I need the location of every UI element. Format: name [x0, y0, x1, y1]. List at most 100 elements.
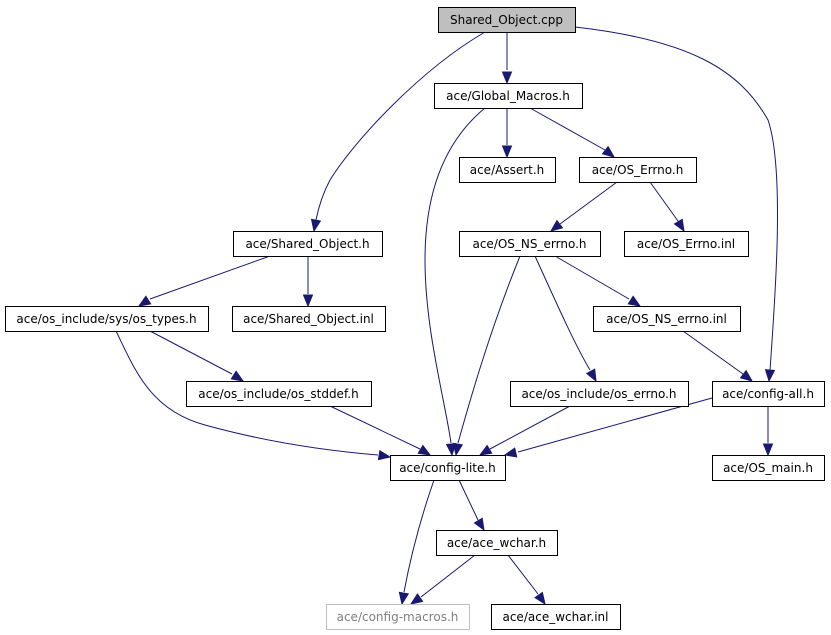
- arrowhead-icon: [230, 370, 245, 382]
- node-shared-object-cpp[interactable]: Shared_Object.cpp: [438, 7, 576, 33]
- arrowhead-icon: [549, 219, 564, 232]
- node-box[interactable]: [434, 83, 583, 109]
- edge-line: [115, 330, 379, 456]
- edge-line: [554, 255, 630, 300]
- edge-n5-n13: [452, 255, 521, 457]
- edge-n13-n16: [398, 479, 435, 606]
- node-box[interactable]: [326, 604, 470, 630]
- arrowhead-icon: [764, 369, 776, 383]
- edges-layer: [115, 26, 778, 606]
- edge-n5-n11: [534, 255, 597, 383]
- edge-n1-n3: [529, 107, 616, 158]
- node-box[interactable]: [510, 381, 689, 407]
- node-label: ace/os_include/os_stddef.h: [198, 387, 358, 401]
- arrowhead-icon: [137, 295, 152, 307]
- node-label: ace/OS_NS_errno.inl: [606, 312, 727, 326]
- edge-line: [574, 26, 778, 371]
- node-ace-os-ns-errno-h[interactable]: ace/OS_NS_errno.h: [459, 231, 601, 257]
- node-ace-ace-wchar-h[interactable]: ace/ace_wchar.h: [436, 530, 558, 556]
- arrowhead-icon: [409, 593, 424, 605]
- node-ace-os-errno-inl[interactable]: ace/OS_Errno.inl: [624, 231, 749, 257]
- node-ace-assert-h[interactable]: ace/Assert.h: [459, 157, 556, 183]
- node-ace-config-macros-h[interactable]: ace/config-macros.h: [326, 604, 470, 630]
- arrowhead-icon: [585, 368, 597, 383]
- edge-n4-n8: [302, 256, 314, 308]
- edge-line: [329, 405, 421, 450]
- node-label: ace/Shared_Object.h: [245, 237, 369, 251]
- node-label: ace/OS_Errno.h: [592, 163, 684, 177]
- edge-n1-n2: [501, 108, 513, 159]
- edge-n4-n7: [137, 255, 271, 307]
- edge-n5-n9: [554, 255, 642, 307]
- arrowhead-icon: [762, 443, 774, 457]
- node-label: ace/os_include/sys/os_types.h: [16, 312, 196, 326]
- edge-n9-n12: [682, 330, 754, 382]
- node-box[interactable]: [436, 530, 558, 556]
- node-box[interactable]: [186, 381, 372, 407]
- node-ace-ace-wchar-inl[interactable]: ace/ace_wchar.inl: [491, 604, 621, 630]
- node-box[interactable]: [459, 231, 601, 257]
- edge-line: [424, 107, 486, 444]
- arrowhead-icon: [417, 444, 432, 456]
- edge-line: [403, 479, 435, 593]
- arrowhead-icon: [501, 145, 513, 159]
- nodes-layer: Shared_Object.cpp ace/Global_Macros.h ace/…: [5, 7, 825, 630]
- node-label: ace/OS_Errno.inl: [637, 237, 735, 251]
- node-box[interactable]: [491, 604, 621, 630]
- arrowhead-icon: [473, 517, 485, 532]
- node-box[interactable]: [390, 455, 506, 481]
- node-label: ace/Shared_Object.inl: [243, 312, 374, 326]
- arrowhead-icon: [673, 218, 685, 233]
- node-box[interactable]: [579, 157, 697, 183]
- node-box[interactable]: [712, 381, 825, 407]
- edge-line: [507, 554, 539, 595]
- arrowhead-icon: [452, 442, 464, 457]
- node-label: ace/OS_NS_errno.h: [472, 237, 586, 251]
- node-label: Shared_Object.cpp: [450, 13, 563, 27]
- arrowhead-icon: [534, 591, 546, 606]
- edge-line: [315, 31, 486, 221]
- edge-n12-n14: [762, 406, 774, 457]
- node-label: ace/Global_Macros.h: [446, 89, 570, 103]
- node-ace-global-macros-h[interactable]: ace/Global_Macros.h: [434, 83, 583, 109]
- edge-n13-n15: [458, 479, 485, 532]
- node-box[interactable]: [593, 306, 741, 332]
- arrowhead-icon: [445, 443, 457, 457]
- arrowhead-icon: [739, 369, 754, 382]
- node-ace-os-include-os-errno-h[interactable]: ace/os_include/os_errno.h: [510, 381, 689, 407]
- node-box[interactable]: [233, 231, 383, 257]
- node-ace-shared-object-inl[interactable]: ace/Shared_Object.inl: [232, 306, 386, 332]
- node-ace-os-include-sys-os-types-h[interactable]: ace/os_include/sys/os_types.h: [5, 306, 209, 332]
- node-box[interactable]: [5, 306, 209, 332]
- edge-n3-n6: [649, 181, 685, 233]
- node-label: ace/os_include/os_errno.h: [521, 387, 676, 401]
- node-box[interactable]: [438, 7, 576, 33]
- node-ace-os-main-h[interactable]: ace/OS_main.h: [712, 455, 825, 481]
- arrowhead-icon: [310, 218, 322, 233]
- node-box[interactable]: [624, 231, 749, 257]
- node-ace-config-lite-h[interactable]: ace/config-lite.h: [390, 455, 506, 481]
- arrowhead-icon: [503, 447, 518, 458]
- node-ace-shared-object-h[interactable]: ace/Shared_Object.h: [233, 231, 383, 257]
- node-label: ace/ace_wchar.h: [447, 536, 546, 550]
- node-box[interactable]: [232, 306, 386, 332]
- node-ace-os-ns-errno-inl[interactable]: ace/OS_NS_errno.inl: [593, 306, 741, 332]
- edge-n10-n13: [329, 405, 432, 456]
- node-box[interactable]: [712, 455, 825, 481]
- edge-n0-n1: [501, 32, 513, 85]
- edge-line: [457, 255, 521, 444]
- edge-line: [149, 255, 271, 300]
- node-ace-os-include-os-stddef-h[interactable]: ace/os_include/os_stddef.h: [186, 381, 372, 407]
- node-label: ace/config-all.h: [722, 387, 814, 401]
- arrowhead-icon: [478, 444, 493, 456]
- arrowhead-icon: [377, 449, 392, 461]
- node-label: ace/config-macros.h: [337, 610, 459, 624]
- edge-n1-n13: [424, 107, 486, 457]
- edge-n7-n13: [115, 330, 392, 461]
- edge-line: [534, 255, 591, 371]
- node-ace-config-all-h[interactable]: ace/config-all.h: [712, 381, 825, 407]
- edge-n0-n4: [310, 31, 486, 233]
- node-ace-os-errno-h[interactable]: ace/OS_Errno.h: [579, 157, 697, 183]
- node-box[interactable]: [459, 157, 556, 183]
